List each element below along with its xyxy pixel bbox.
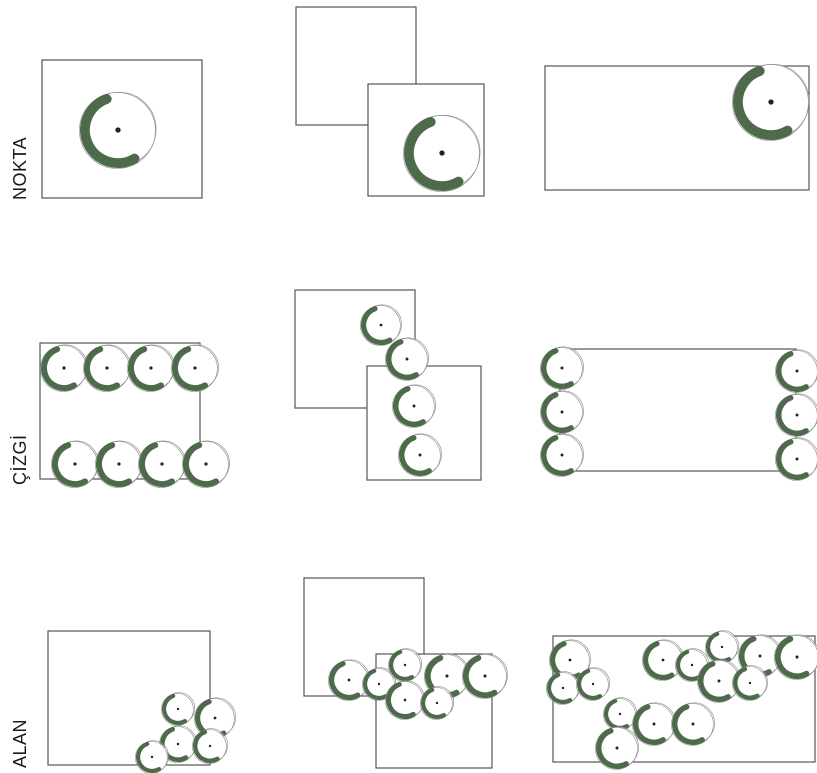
row-label-alan: ALAN: [10, 719, 31, 768]
row-label-cizgi: ÇİZGİ: [10, 435, 31, 486]
row-label-nokta: NOKTA: [10, 137, 31, 200]
frame-cizgi-3: [560, 349, 796, 471]
tree-symbol-icon: [775, 438, 817, 481]
tree-symbol-icon: [182, 441, 229, 488]
tree-symbol-icon: [775, 350, 817, 393]
tree-symbol-icon: [775, 394, 817, 437]
